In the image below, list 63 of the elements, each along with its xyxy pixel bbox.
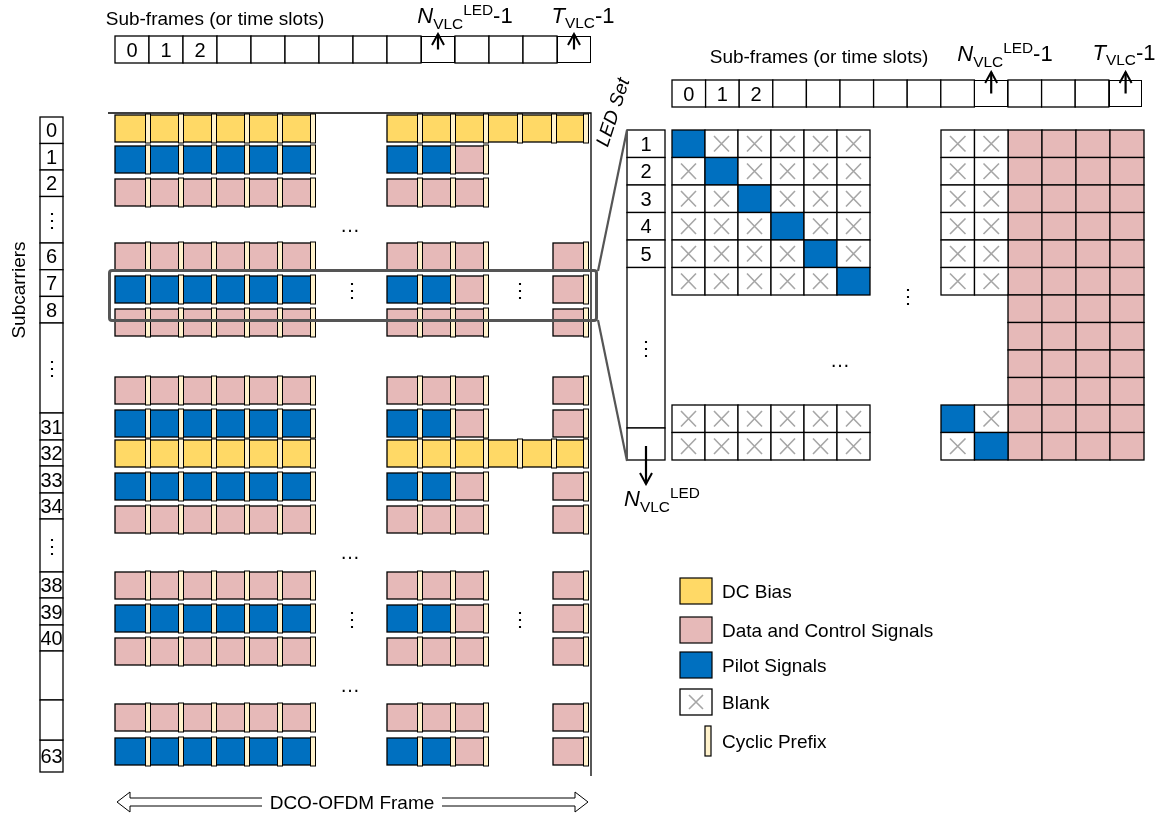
legend-text: Cyclic Prefix	[722, 729, 828, 754]
subcarrier-number: 40	[40, 626, 63, 651]
subcarrier-number: ⋮	[40, 356, 63, 381]
subcarrier-number: 38	[40, 573, 63, 598]
index-label: T$_{VLC}$-1	[1090, 38, 1158, 72]
legend-text: DC Bias	[722, 579, 793, 604]
subcarrier-number: ⋮	[40, 533, 63, 559]
arrow	[639, 446, 653, 485]
subcarrier-number: 1	[44, 144, 59, 170]
slot-number: 1	[159, 37, 173, 63]
subcarrier-number: 7	[44, 271, 59, 297]
zoomed-grid-drawing	[627, 129, 1145, 462]
highlight-frame	[108, 269, 598, 322]
arrow	[1118, 71, 1133, 94]
subcarrier-number: 0	[44, 118, 59, 144]
led-set-number: 3	[639, 186, 653, 212]
ellipsis: ⋮	[897, 284, 919, 309]
subcarrier-number: 6	[44, 244, 59, 270]
slot-number: 2	[193, 37, 207, 63]
ellipsis: …	[339, 540, 361, 564]
axis-title: Sub-frames (or time slots)	[104, 6, 326, 31]
subcarrier-number: 39	[40, 599, 63, 625]
axis-title: LED Set	[590, 74, 634, 151]
ellipsis: ⋮	[341, 607, 363, 632]
subcarrier-number: 63	[40, 744, 63, 769]
slot-number: 2	[749, 81, 763, 107]
ellipsis: ⋮	[509, 278, 531, 303]
zoom-line	[596, 129, 629, 272]
time-slot	[974, 80, 1008, 107]
led-set-number: 5	[639, 241, 653, 267]
arrow	[984, 71, 999, 94]
subcarrier-number: 34	[40, 494, 63, 519]
subcarrier-number: 2	[44, 171, 59, 197]
led-set-number: 1	[639, 131, 653, 157]
legend-text: Pilot Signals	[722, 653, 828, 678]
axis-title: Subcarriers	[6, 240, 30, 341]
time-slot	[421, 36, 455, 63]
subcarrier-number: 32	[40, 441, 63, 466]
subcarrier-number: 8	[44, 297, 59, 323]
time-slot	[557, 36, 591, 63]
legend-text: Data and Control Signals	[722, 618, 935, 643]
ellipsis: ⋮	[509, 607, 531, 632]
led-set-number: 2	[639, 159, 653, 185]
legend-text: Blank	[722, 690, 771, 715]
subcarrier-number: ⋮	[40, 207, 63, 233]
subcarrier-number: 31	[40, 414, 63, 440]
ellipsis: …	[829, 348, 851, 372]
arrow	[567, 33, 581, 50]
index-label: N$_{VLC}$$^{LED}$-1	[955, 38, 1055, 72]
led-set-number: 4	[639, 214, 653, 240]
slot-number: 1	[715, 81, 729, 107]
ellipsis: …	[339, 213, 361, 237]
slot-number: 0	[125, 37, 139, 63]
ellipsis: ⋮	[341, 278, 363, 303]
slot-number: 0	[682, 81, 696, 107]
index-label: N$_{VLC}$$^{LED}$-1	[415, 0, 515, 34]
index-label: T$_{VLC}$-1	[548, 2, 618, 34]
subcarrier-number: 33	[40, 467, 63, 493]
arrow	[431, 33, 445, 50]
zoom-line	[596, 319, 629, 462]
axis-title: Sub-frames (or time slots)	[708, 44, 930, 69]
ellipsis: ⋮	[635, 335, 657, 361]
ellipsis: …	[339, 673, 361, 697]
